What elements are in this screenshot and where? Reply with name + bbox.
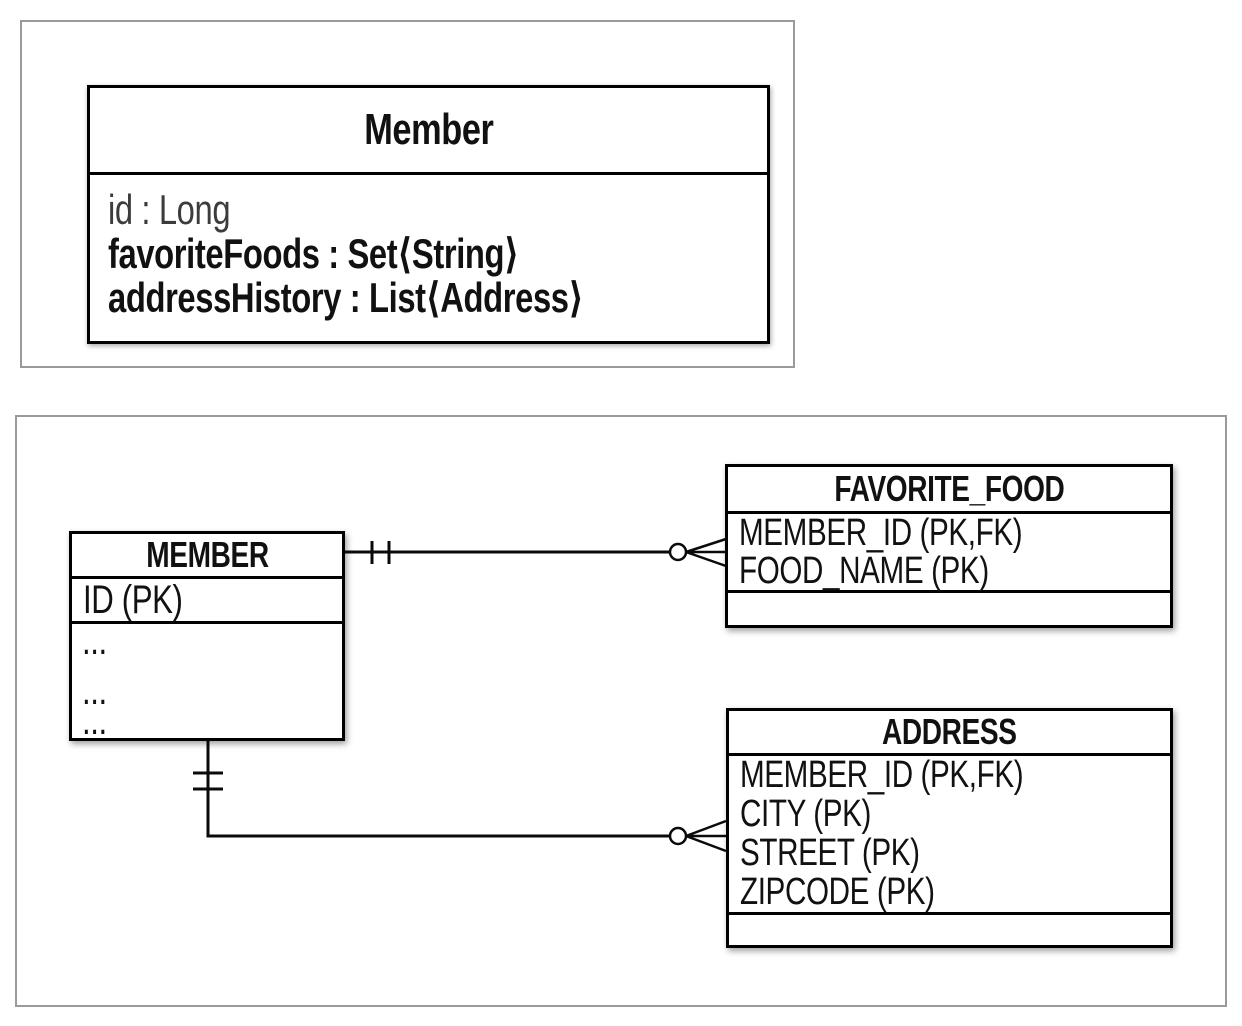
erd-table-member-title: MEMBER xyxy=(145,534,269,575)
erd-address-empty-strip xyxy=(729,912,1170,945)
erd-favorite-food-row-member-id: MEMBER_ID (PK,FK) xyxy=(739,511,1023,554)
erd-table-favorite-food-title: FAVORITE_FOOD xyxy=(833,468,1064,509)
erd-member-row-id: ID (PK) xyxy=(72,578,342,624)
erd-favorite-food-row-food-name: FOOD_NAME (PK) xyxy=(739,549,989,592)
erd-table-address-title: ADDRESS xyxy=(882,711,1017,752)
uml-panel: Member id : Long favoriteFoods : Set⟨Str… xyxy=(20,20,795,368)
uml-class-member: Member id : Long favoriteFoods : Set⟨Str… xyxy=(87,85,770,344)
erd-table-member: MEMBER ID (PK) ... ... ... xyxy=(69,531,345,741)
erd-address-row-zipcode: ZIPCODE (PK) xyxy=(740,871,935,913)
erd-favorite-food-empty-strip xyxy=(728,590,1170,625)
erd-table-favorite-food: FAVORITE_FOOD MEMBER_ID (PK,FK) FOOD_NAM… xyxy=(725,464,1173,628)
erd-member-ellipsis-row: ... xyxy=(82,619,107,663)
erd-member-ellipsis-row: ... xyxy=(82,699,107,743)
erd-member-ellipsis-row: ... xyxy=(82,669,107,713)
erd-table-favorite-food-title-row: FAVORITE_FOOD xyxy=(728,467,1170,514)
uml-class-title: Member xyxy=(363,105,494,154)
erd-table-member-title-row: MEMBER xyxy=(72,534,342,579)
erd-table-address: ADDRESS MEMBER_ID (PK,FK) CITY (PK) STRE… xyxy=(726,708,1173,948)
erd-table-address-title-row: ADDRESS xyxy=(729,711,1170,756)
uml-attribute-id: id : Long xyxy=(108,186,231,233)
erd-address-row-street: STREET (PK) xyxy=(740,832,920,874)
uml-attribute-address-history: addressHistory : List⟨Address⟩ xyxy=(108,274,584,321)
uml-attribute-favorite-foods: favoriteFoods : Set⟨String⟩ xyxy=(108,230,519,277)
erd-member-body: ... ... ... xyxy=(72,619,342,743)
erd-address-row-member-id: MEMBER_ID (PK,FK) xyxy=(740,754,1024,796)
erd-address-row-city: CITY (PK) xyxy=(740,793,871,835)
uml-class-attributes: id : Long favoriteFoods : Set⟨String⟩ ad… xyxy=(90,175,767,320)
uml-class-header: Member xyxy=(90,88,767,175)
